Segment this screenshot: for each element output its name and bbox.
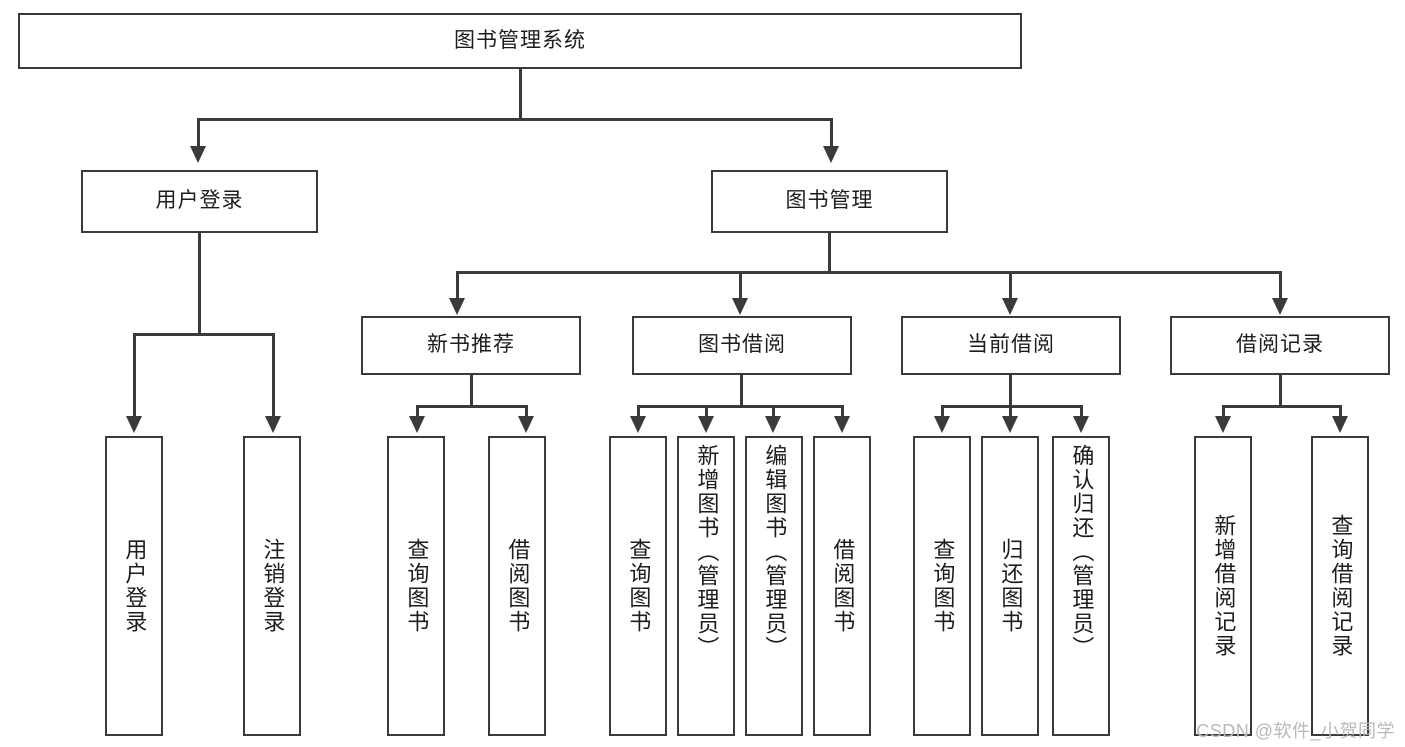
arrow-to-new-book-recommend	[449, 298, 465, 315]
connector-current-borrow-branch-2	[1009, 405, 1012, 417]
connector-current-borrow-stem	[1009, 375, 1012, 407]
connector-root-bus	[197, 118, 833, 121]
connector-book-borrow-branch-1	[637, 405, 640, 417]
connector-book-borrow-bus	[637, 405, 844, 408]
arrow-to-bb-leaf-4	[834, 416, 850, 433]
arrow-to-user-login	[190, 146, 206, 163]
connector-to-borrow-record	[1279, 271, 1282, 299]
node-label: 图书借阅	[698, 333, 786, 357]
arrow-to-cb-leaf-2	[1002, 416, 1018, 433]
node-label: 图书管理	[785, 189, 874, 213]
arrow-to-nbr-leaf-1	[409, 416, 425, 433]
arrow-to-br-leaf-2	[1332, 416, 1348, 433]
leaf-label: 查询图书	[404, 538, 430, 634]
arrow-to-book-borrow	[732, 298, 748, 315]
leaf-user-login-1[interactable]: 用户登录	[105, 436, 163, 736]
connector-root-to-book-management	[830, 118, 833, 148]
leaf-label: 注销登录	[260, 538, 286, 634]
connector-root-to-user-login	[197, 118, 200, 148]
leaf-label: 借阅图书	[505, 538, 531, 634]
leaf-label: 确认归还（管理员）	[1069, 444, 1095, 660]
arrow-to-user-login-leaf-2	[265, 416, 281, 433]
node-current-borrow[interactable]: 当前借阅	[901, 316, 1121, 375]
arrow-to-bb-leaf-3	[765, 416, 781, 433]
leaf-label: 新增借阅记录	[1211, 514, 1237, 658]
node-label: 借阅记录	[1236, 333, 1324, 357]
connector-user-login-branch-1	[133, 333, 136, 417]
connector-borrow-record-stem	[1279, 375, 1282, 407]
node-root-book-management-system[interactable]: 图书管理系统	[18, 13, 1022, 69]
connector-to-current-borrow	[1009, 271, 1012, 299]
connector-book-management-stem	[828, 233, 831, 274]
connector-new-book-recommend-branch-1	[416, 405, 419, 417]
connector-current-borrow-bus	[941, 405, 1083, 408]
leaf-user-login-2[interactable]: 注销登录	[243, 436, 301, 736]
connector-user-login-bus	[133, 333, 275, 336]
node-label: 图书管理系统	[454, 28, 586, 52]
arrow-to-cb-leaf-1	[934, 416, 950, 433]
connector-to-book-borrow	[739, 271, 742, 299]
node-user-login[interactable]: 用户登录	[81, 170, 318, 233]
arrow-to-current-borrow	[1002, 298, 1018, 315]
connector-borrow-record-branch-1	[1222, 405, 1225, 417]
leaf-label: 新增图书（管理员）	[694, 444, 720, 660]
connector-book-borrow-branch-3	[772, 405, 775, 417]
leaf-book-borrow-3[interactable]: 编辑图书（管理员）	[745, 436, 803, 736]
connector-borrow-record-bus	[1222, 405, 1342, 408]
connector-book-borrow-branch-2	[705, 405, 708, 417]
leaf-label: 借阅图书	[830, 538, 856, 634]
leaf-new-book-recommend-1[interactable]: 查询图书	[387, 436, 445, 736]
csdn-watermark: CSDN @软件_小贺同学	[1196, 721, 1395, 741]
connector-new-book-recommend-bus	[416, 405, 528, 408]
arrow-to-user-login-leaf-1	[126, 416, 142, 433]
connector-current-borrow-branch-1	[941, 405, 944, 417]
connector-user-login-branch-2	[272, 333, 275, 417]
leaf-label: 查询图书	[626, 538, 652, 634]
arrow-to-book-management	[823, 146, 839, 163]
connector-level3-bus	[456, 271, 1280, 274]
connector-to-new-book-recommend	[456, 271, 459, 299]
leaf-book-borrow-4[interactable]: 借阅图书	[813, 436, 871, 736]
arrow-to-nbr-leaf-2	[518, 416, 534, 433]
arrow-to-cb-leaf-3	[1073, 416, 1089, 433]
leaf-label: 编辑图书（管理员）	[762, 444, 788, 660]
node-label: 当前借阅	[967, 333, 1055, 357]
leaf-label: 用户登录	[122, 538, 148, 634]
node-book-management[interactable]: 图书管理	[711, 170, 948, 233]
node-label: 用户登录	[155, 189, 244, 213]
connector-root-stem	[519, 69, 522, 119]
connector-new-book-recommend-branch-2	[525, 405, 528, 417]
arrow-to-borrow-record	[1272, 298, 1288, 315]
leaf-current-borrow-2[interactable]: 归还图书	[981, 436, 1039, 736]
node-label: 新书推荐	[427, 333, 515, 357]
leaf-book-borrow-2[interactable]: 新增图书（管理员）	[677, 436, 735, 736]
leaf-current-borrow-3[interactable]: 确认归还（管理员）	[1052, 436, 1110, 736]
leaf-borrow-record-2[interactable]: 查询借阅记录	[1311, 436, 1369, 736]
leaf-current-borrow-1[interactable]: 查询图书	[913, 436, 971, 736]
connector-book-borrow-stem	[740, 375, 743, 407]
arrow-to-bb-leaf-2	[698, 416, 714, 433]
connector-current-borrow-branch-3	[1080, 405, 1083, 417]
connector-book-borrow-branch-4	[841, 405, 844, 417]
arrow-to-br-leaf-1	[1215, 416, 1231, 433]
arrow-to-bb-leaf-1	[630, 416, 646, 433]
connector-borrow-record-branch-2	[1339, 405, 1342, 417]
connector-new-book-recommend-stem	[470, 375, 473, 407]
node-borrow-record[interactable]: 借阅记录	[1170, 316, 1390, 375]
node-book-borrow[interactable]: 图书借阅	[632, 316, 852, 375]
leaf-label: 查询借阅记录	[1328, 514, 1354, 658]
connector-user-login-stem	[198, 233, 201, 335]
leaf-label: 查询图书	[930, 538, 956, 634]
leaf-label: 归还图书	[998, 538, 1024, 634]
node-new-book-recommend[interactable]: 新书推荐	[361, 316, 581, 375]
leaf-new-book-recommend-2[interactable]: 借阅图书	[488, 436, 546, 736]
leaf-borrow-record-1[interactable]: 新增借阅记录	[1194, 436, 1252, 736]
leaf-book-borrow-1[interactable]: 查询图书	[609, 436, 667, 736]
